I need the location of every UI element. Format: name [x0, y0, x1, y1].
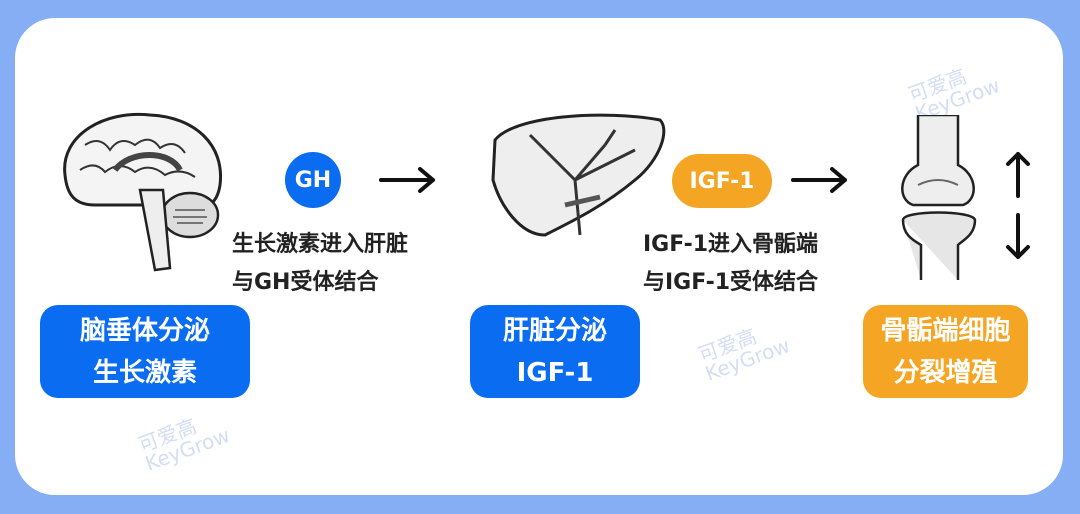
igf1-description-line: IGF-1进入骨骺端 — [643, 232, 819, 257]
igf1-hormone-badge: IGF-1 — [672, 154, 772, 208]
box-line: 肝脏分泌 — [502, 315, 607, 346]
igf1-description-line: 与IGF-1受体结合 — [643, 270, 819, 295]
diagram-card — [15, 18, 1063, 495]
knee-bone-illustration — [901, 115, 977, 280]
box-line: 生长激素 — [92, 357, 197, 388]
pituitary-secretes-gh-box: 脑垂体分泌 生长激素 — [40, 305, 250, 398]
epiphysis-cells-proliferate-box: 骨骺端细胞 分裂增殖 — [863, 305, 1028, 398]
arrow-right-icon — [379, 167, 435, 193]
gh-description-line: 与GH受体结合 — [232, 270, 379, 295]
box-line: 骨骺端细胞 — [880, 315, 1011, 346]
brain-illustration — [63, 112, 223, 272]
box-line: IGF-1 — [516, 357, 594, 388]
liver-secretes-igf1-box: 肝脏分泌 IGF-1 — [470, 305, 640, 398]
gh-description: 生长激素进入肝脏 与GH受体结合 — [232, 226, 408, 302]
liver-illustration — [491, 113, 666, 237]
arrow-right-icon — [791, 167, 847, 193]
box-line: 分裂增殖 — [893, 357, 998, 388]
igf1-description: IGF-1进入骨骺端 与IGF-1受体结合 — [643, 226, 818, 302]
gh-hormone-badge: GH — [285, 152, 341, 208]
box-line: 脑垂体分泌 — [79, 315, 210, 346]
growth-up-down-arrows-icon — [1006, 152, 1030, 259]
gh-description-line: 生长激素进入肝脏 — [232, 232, 409, 257]
